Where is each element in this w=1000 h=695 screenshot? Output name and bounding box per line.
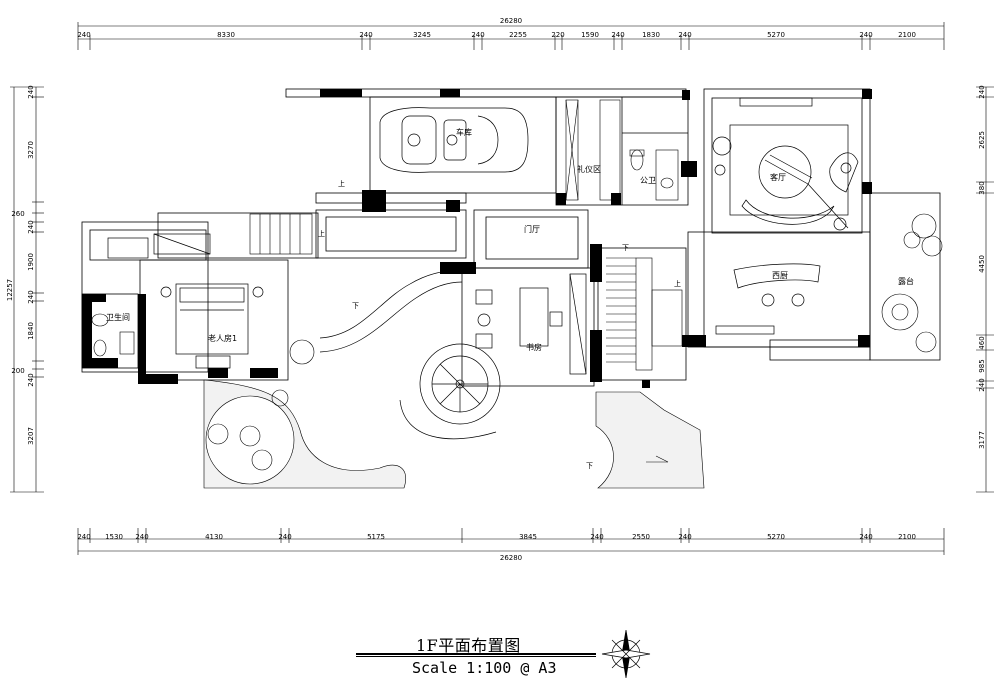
title-underline-thin: [356, 656, 596, 657]
bathroom-label: 卫生间: [106, 312, 130, 322]
svg-text:2255: 2255: [509, 31, 527, 39]
stair-markers: 上 上 下 下 上 下: [318, 179, 681, 470]
svg-text:1590: 1590: [581, 31, 599, 39]
svg-text:下: 下: [586, 462, 593, 470]
svg-text:240: 240: [135, 533, 148, 541]
title-underline: [356, 653, 596, 655]
etiquette-label: 礼仪区: [577, 164, 601, 174]
svg-text:8330: 8330: [217, 31, 235, 39]
svg-text:240: 240: [978, 85, 986, 98]
svg-text:380: 380: [978, 181, 986, 194]
svg-text:240: 240: [611, 31, 624, 39]
svg-text:240: 240: [27, 85, 35, 98]
svg-text:1900: 1900: [27, 253, 35, 271]
svg-text:260: 260: [11, 210, 24, 218]
svg-text:下: 下: [622, 244, 629, 252]
svg-text:240: 240: [359, 31, 372, 39]
garden-area: [203, 339, 705, 489]
svg-text:240: 240: [278, 533, 291, 541]
svg-text:220: 220: [551, 31, 564, 39]
elder-room-label: 老人房1: [208, 333, 237, 343]
svg-text:240: 240: [27, 373, 35, 386]
drawing-title: 1F平面布置图: [416, 636, 521, 655]
spiral-stair: [399, 343, 501, 440]
top-total-dim: 26280: [500, 17, 522, 25]
living-room-furniture: [712, 97, 859, 231]
svg-text:240: 240: [27, 220, 35, 233]
right-dimension-labels: 240 2625 380 4450 460 985 240 3177: [978, 85, 986, 449]
bathroom-fixtures: [91, 313, 135, 357]
svg-text:985: 985: [978, 359, 986, 372]
svg-text:460: 460: [978, 336, 986, 349]
top-dimension-chain: [77, 22, 945, 50]
study-label: 书房: [526, 342, 542, 352]
study-furniture: [475, 273, 587, 375]
svg-text:3177: 3177: [978, 431, 986, 449]
cabinet-unit: [565, 99, 621, 201]
svg-text:3245: 3245: [413, 31, 431, 39]
svg-text:240: 240: [590, 533, 603, 541]
svg-text:240: 240: [678, 31, 691, 39]
svg-text:5270: 5270: [767, 533, 785, 541]
foyer-label: 门厅: [524, 224, 540, 234]
structural-columns: [82, 89, 872, 388]
western-kitchen-label: 西厨: [772, 271, 788, 280]
svg-text:240: 240: [859, 31, 872, 39]
terrace-plants: [881, 213, 943, 353]
svg-text:1840: 1840: [27, 322, 35, 340]
top-dimension-labels: 26280 240 8330 240 3245 240 2255 220 159…: [77, 17, 916, 39]
svg-text:2100: 2100: [898, 533, 916, 541]
svg-text:3207: 3207: [27, 427, 35, 445]
svg-text:240: 240: [77, 31, 90, 39]
svg-text:240: 240: [859, 533, 872, 541]
svg-text:2550: 2550: [632, 533, 650, 541]
svg-text:240: 240: [978, 378, 986, 391]
svg-text:240: 240: [77, 533, 90, 541]
svg-text:2100: 2100: [898, 31, 916, 39]
right-staircase: [606, 257, 683, 371]
public-wc-label: 公卫: [640, 176, 656, 185]
svg-text:3845: 3845: [519, 533, 537, 541]
svg-text:240: 240: [678, 533, 691, 541]
left-dimension-labels: 240 3270 260 240 1900 240 1840 200 240 3…: [6, 85, 35, 445]
drawing-scale: Scale 1:100 @ A3: [412, 659, 557, 677]
svg-text:240: 240: [471, 31, 484, 39]
car-icon: [379, 107, 529, 173]
svg-text:200: 200: [11, 367, 24, 375]
right-dimension-chain: [976, 86, 994, 493]
svg-text:5175: 5175: [367, 533, 385, 541]
left-dimension-chain: [10, 86, 44, 493]
bottom-total-dim: 26280: [500, 554, 522, 562]
bottom-dimension-chain: [77, 528, 945, 555]
svg-text:下: 下: [352, 302, 359, 310]
kitchen-island: [715, 263, 821, 335]
north-arrow-icon: [601, 629, 651, 679]
garage-label: 车库: [456, 127, 472, 137]
bottom-dimension-labels: 240 1530 240 4130 240 5175 3845 240 2550…: [77, 533, 916, 562]
left-total-dim: 12257: [6, 279, 14, 301]
toilet-icon: [629, 149, 679, 201]
svg-text:上: 上: [318, 229, 325, 238]
svg-text:1530: 1530: [105, 533, 123, 541]
svg-text:上: 上: [338, 179, 345, 188]
svg-text:4450: 4450: [978, 255, 986, 273]
svg-text:2625: 2625: [978, 131, 986, 149]
left-staircase: [249, 213, 313, 255]
curved-walkway: [319, 269, 463, 353]
svg-text:1830: 1830: [642, 31, 660, 39]
svg-text:3270: 3270: [27, 141, 35, 159]
svg-text:4130: 4130: [205, 533, 223, 541]
bed-icon: [107, 233, 264, 369]
svg-text:5270: 5270: [767, 31, 785, 39]
svg-text:240: 240: [27, 290, 35, 303]
living-room-label: 客厅: [770, 172, 786, 182]
svg-text:上: 上: [674, 279, 681, 288]
terrace-label: 露台: [898, 276, 914, 286]
